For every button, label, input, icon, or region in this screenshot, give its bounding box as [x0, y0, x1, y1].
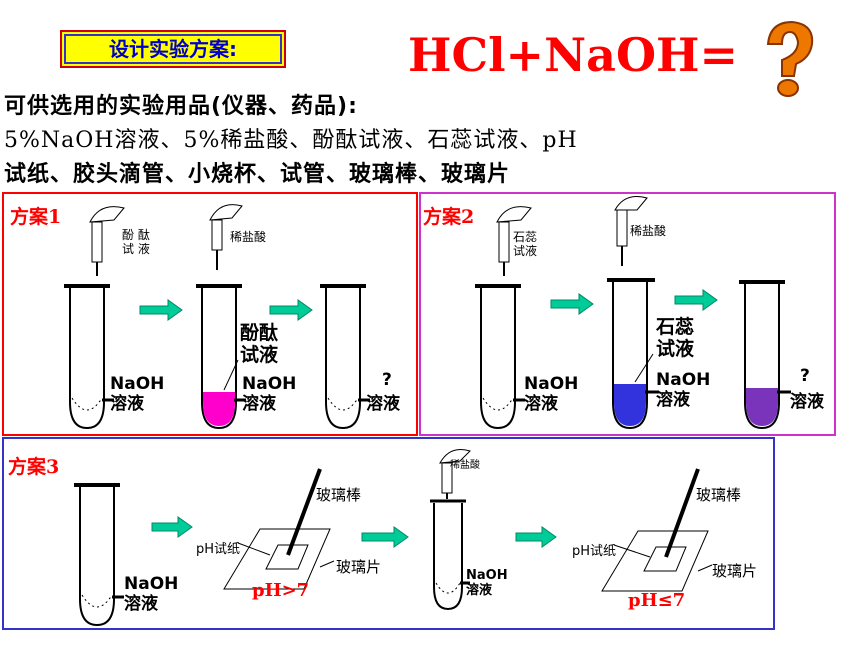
plan2-panel	[419, 192, 836, 436]
plan3-ph-result1: pH>7	[252, 580, 310, 601]
plan2-tube3-question: ?	[800, 366, 810, 386]
intro-line-1: 可供选用的实验用品(仪器、药品):	[4, 94, 358, 119]
plan2-label: 方案2	[423, 206, 475, 228]
plan3-ph-paper-label: pH试纸	[196, 542, 241, 557]
plan3-glass-rod-label: 玻璃棒	[316, 486, 362, 504]
plan3-ph-result2: pH≤7	[628, 590, 686, 611]
plan2-dropper2	[614, 196, 648, 266]
plan2-tube2-liquid	[614, 384, 646, 426]
plan3-glass-plate1	[223, 468, 335, 590]
plan3-glass-plate2	[601, 468, 713, 592]
arrow-icon	[139, 299, 183, 321]
arrow-icon	[361, 526, 409, 548]
plan1-tube3-question: ?	[382, 370, 392, 390]
arrow-icon	[151, 516, 193, 538]
arrow-icon	[550, 293, 594, 315]
plan1-tube2-indicator-label: 酚酞试液	[240, 322, 279, 366]
plan3-diagram	[74, 449, 713, 627]
plan2-tube2	[607, 278, 659, 430]
plan3-glass-plate2-label: 玻璃片	[712, 562, 758, 580]
plan3-label: 方案3	[8, 456, 60, 478]
plan2-tube1	[475, 284, 525, 430]
arrow-icon	[515, 526, 557, 548]
plan2-dropper1	[496, 206, 532, 276]
plan3-glass-rod2-label: 玻璃棒	[696, 486, 742, 504]
plan1-label: 方案1	[10, 206, 62, 228]
reaction-equation: HCl+NaOH=	[408, 28, 739, 82]
plan1-tube3	[320, 284, 370, 430]
plan2-dropper1-label: 石蕊试液	[513, 230, 538, 258]
arrow-icon	[269, 299, 313, 321]
plan-title-box: 设计实验方案:	[60, 30, 286, 68]
plan1-panel	[2, 192, 418, 436]
plan2-tube3-liquid	[746, 388, 778, 426]
plan2-tube3	[739, 280, 791, 430]
question-mark-icon	[766, 20, 814, 97]
plan1-tube3-label: 溶液	[366, 394, 400, 414]
plan1-tube2	[196, 284, 246, 430]
plan2-tube2-indicator-label: 石蕊试液	[656, 316, 695, 360]
plan3-dropper-label: 稀盐酸	[450, 460, 480, 471]
plan1-dropper2	[209, 204, 243, 270]
intro-line-2: 5%NaOH溶液、5%稀盐酸、酚酞试液、石蕊试液、pH	[4, 128, 578, 153]
plan3-tube2	[430, 499, 470, 611]
arrow-icon	[674, 289, 718, 311]
plan1-dropper1	[89, 206, 125, 276]
plan3-tube1	[74, 483, 124, 627]
plan1-diagram	[64, 204, 370, 430]
intro-line-3: 试纸、胶头滴管、小烧杯、试管、玻璃棒、玻璃片	[4, 162, 511, 187]
plan2-diagram	[475, 196, 791, 430]
plan3-dropper	[439, 449, 471, 499]
plan1-tube2-liquid	[203, 392, 235, 426]
plan3-ph-paper2-label: pH试纸	[572, 544, 617, 559]
plan3-panel	[2, 437, 775, 630]
plan2-dropper2-label: 稀盐酸	[630, 224, 667, 238]
plan1-tube1	[64, 284, 114, 430]
plan1-dropper1-label: 酚 酞试 液	[122, 228, 150, 256]
plan1-dropper2-label: 稀盐酸	[230, 230, 267, 244]
plan2-tube3-label: 溶液	[790, 392, 824, 412]
plan3-glass-plate-label: 玻璃片	[336, 558, 382, 576]
